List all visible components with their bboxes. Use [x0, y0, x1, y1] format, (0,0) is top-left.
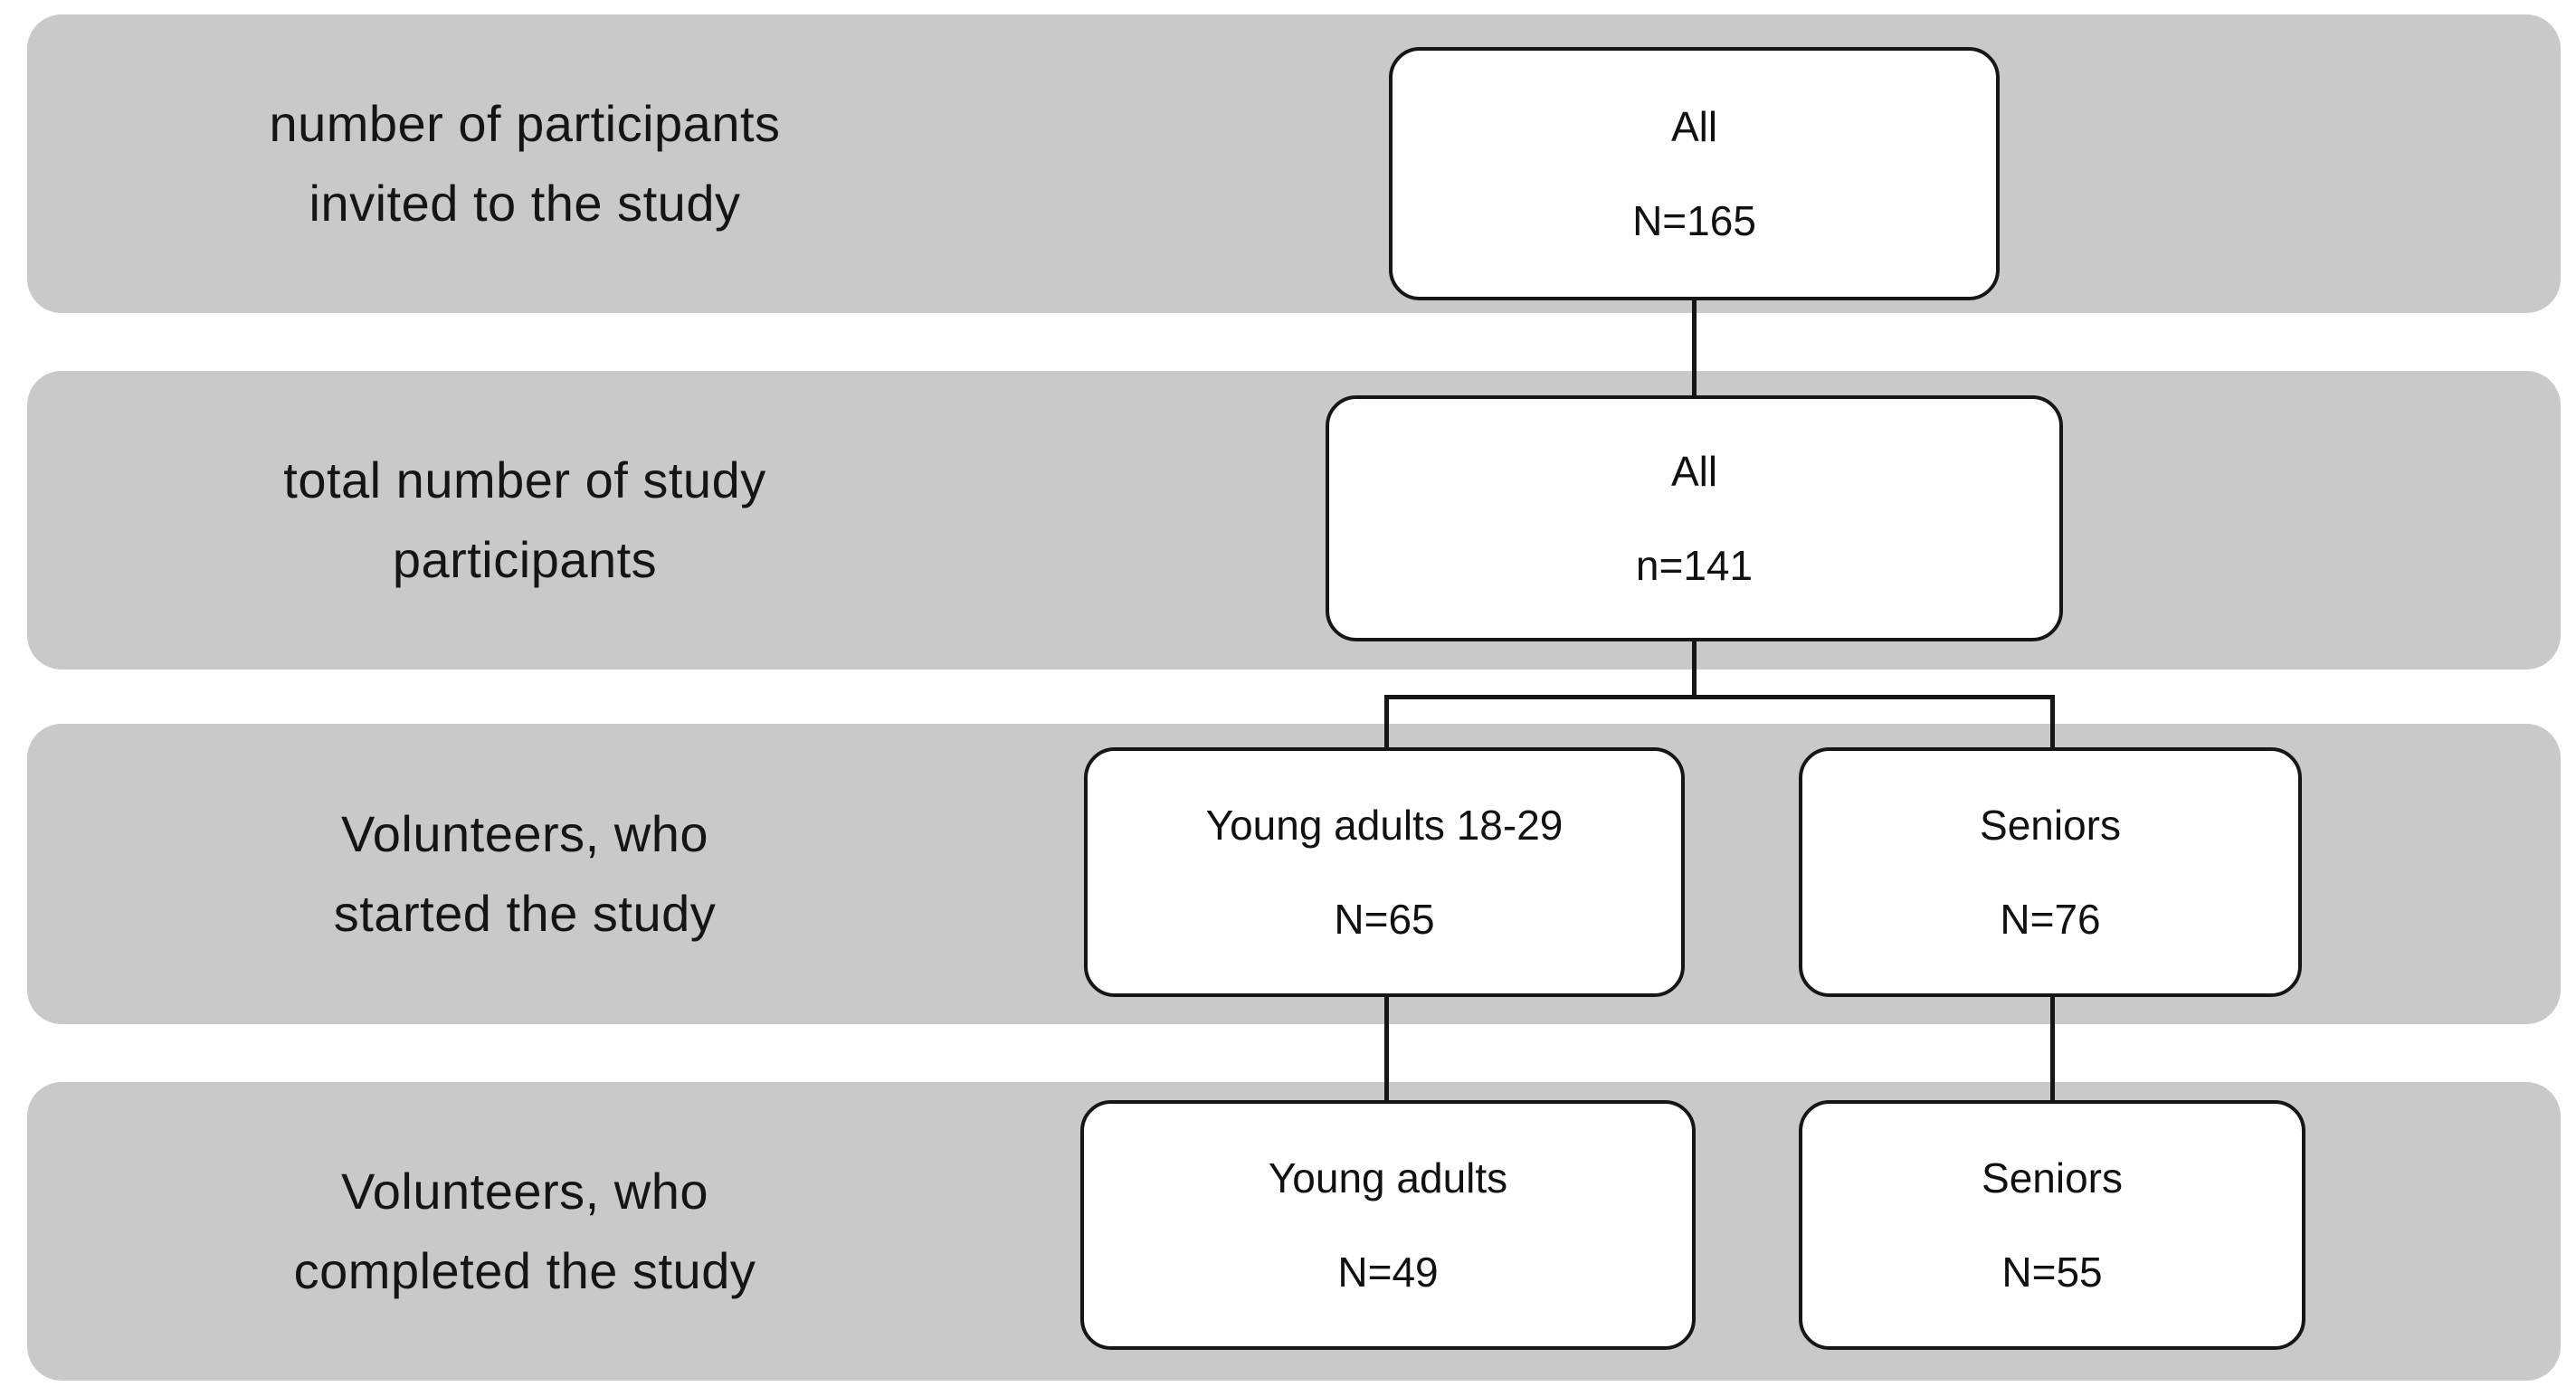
connector-split-to-seniors [2050, 695, 2055, 751]
connector-split-horizontal [1384, 695, 2055, 699]
row-label-started-line1: Volunteers, who [341, 805, 708, 862]
node-invited-all-group: All [1670, 103, 1718, 150]
node-started-young-adults: Young adults 18-29 N=65 [1084, 747, 1685, 997]
node-started-young-adults-count: N=65 [1334, 896, 1435, 943]
node-completed-young-adults-count: N=49 [1337, 1249, 1439, 1296]
row-label-total-line1: total number of study [283, 451, 766, 508]
node-total-all-count: n=141 [1635, 542, 1754, 589]
row-label-invited: number of participants invited to the st… [63, 14, 986, 313]
row-label-started-line2: started the study [333, 885, 717, 942]
node-completed-seniors: Seniors N=55 [1799, 1100, 2305, 1350]
connector-invited-to-total [1692, 299, 1697, 398]
row-label-total: total number of study participants [63, 371, 986, 670]
node-invited-all: All N=165 [1389, 47, 2000, 300]
node-total-all: All n=141 [1326, 395, 2063, 641]
node-started-young-adults-group: Young adults 18-29 [1205, 802, 1564, 849]
connector-total-stub [1692, 639, 1697, 698]
row-label-invited-line1: number of participants [269, 95, 781, 152]
node-total-all-group: All [1670, 448, 1718, 495]
row-label-completed: Volunteers, who completed the study [63, 1082, 986, 1381]
connector-young-completed [1384, 995, 1389, 1104]
row-label-invited-line2: invited to the study [309, 175, 741, 232]
row-label-completed-line1: Volunteers, who [341, 1163, 708, 1220]
node-completed-seniors-group: Seniors [1982, 1154, 2123, 1201]
band-invited: number of participants invited to the st… [27, 14, 2561, 313]
row-label-started: Volunteers, who started the study [63, 724, 986, 1024]
band-total: total number of study participants [27, 371, 2561, 670]
row-label-total-line2: participants [392, 531, 658, 588]
node-invited-all-count: N=165 [1632, 197, 1756, 244]
connector-seniors-completed [2050, 995, 2055, 1104]
node-started-seniors-count: N=76 [2000, 896, 2101, 943]
node-completed-young-adults: Young adults N=49 [1080, 1100, 1696, 1350]
node-started-seniors: Seniors N=76 [1799, 747, 2302, 997]
row-label-completed-line2: completed the study [293, 1242, 756, 1299]
connector-split-to-young [1384, 695, 1389, 751]
node-started-seniors-group: Seniors [1980, 802, 2121, 849]
node-completed-seniors-count: N=55 [2001, 1249, 2103, 1296]
node-completed-young-adults-group: Young adults [1268, 1154, 1508, 1201]
